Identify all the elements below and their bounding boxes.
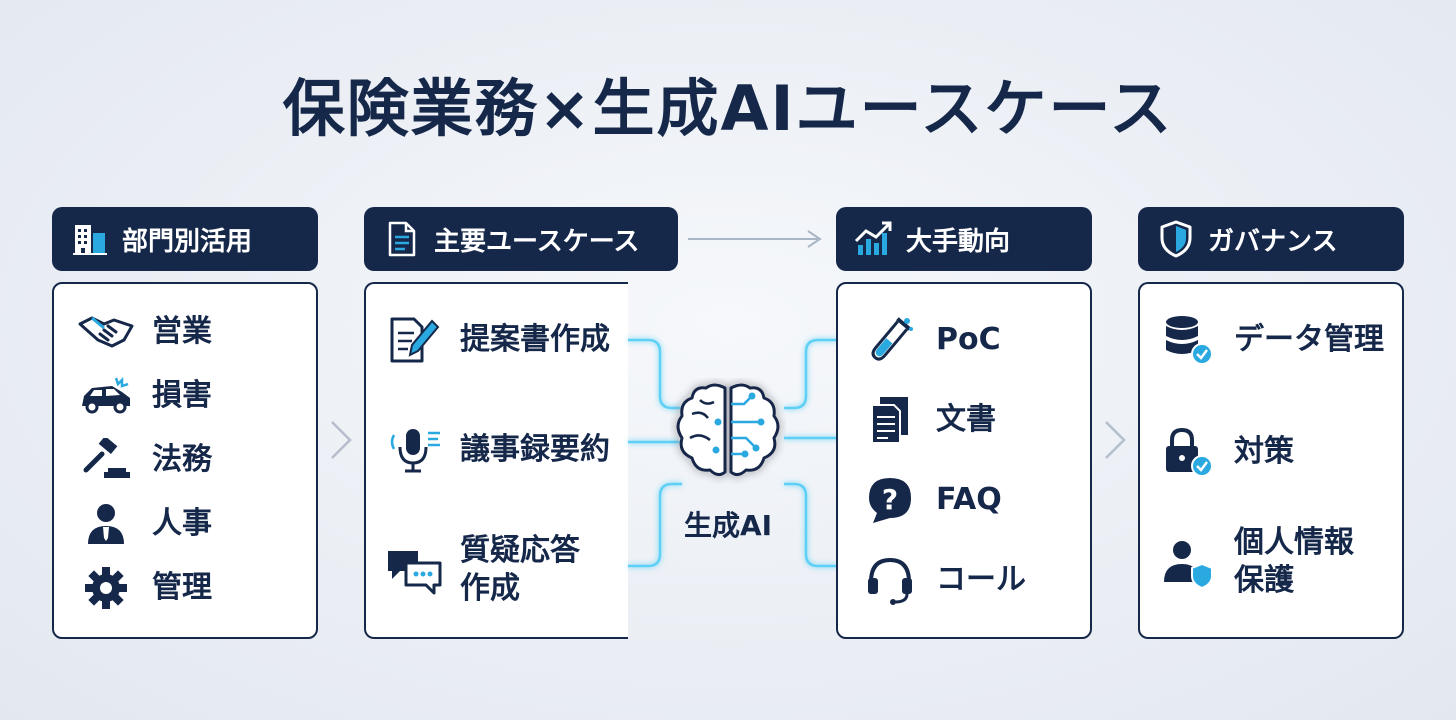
column-card-departments: 営業 損害 法務 [52,282,318,639]
item-label: 提案書作成 [460,322,610,357]
list-item: 法務 [78,436,212,484]
test-tube-icon [862,316,918,364]
item-label: 文書 [936,402,996,437]
column-header-trends: 大手動向 [836,207,1092,271]
column-header-label: 大手動向 [906,226,1011,257]
list-item: 質疑応答 作成 [386,532,580,608]
list-item: 文書 [862,396,996,444]
trend-chart-icon [854,219,894,259]
gear-icon [78,564,134,612]
list-item: コール [862,556,1026,605]
item-label: 法務 [152,442,212,477]
list-item: データ管理 [1160,316,1384,365]
list-item: 対策 [1160,427,1294,477]
car-crash-icon [78,372,134,420]
item-label: 損害 [152,378,212,413]
column-header-governance: ガバナンス [1138,207,1404,271]
user-shield-icon [1160,538,1216,588]
item-label: 人事 [152,506,212,541]
ai-hub-label: 生成AI [684,509,773,542]
gavel-icon [78,436,134,484]
column-header-label: 部門別活用 [122,226,253,257]
lock-check-icon [1160,427,1216,477]
headset-icon [862,556,918,605]
document-icon [382,219,422,259]
list-item: 提案書作成 [386,316,610,364]
list-item: 営業 [78,308,212,356]
shield-icon [1156,219,1196,259]
brain-circuit-icon [676,383,780,477]
item-label: コール [936,562,1026,597]
item-label: 個人情報 保護 [1234,525,1354,598]
column-header-label: ガバナンス [1208,226,1338,257]
person-tie-icon [78,500,134,548]
list-item: 人事 [78,500,212,548]
question-bubble-icon: ? [862,476,918,524]
list-item: 管理 [78,564,212,612]
item-label: 営業 [152,314,212,349]
column-card-use-cases: 提案書作成 議事録要約 質疑応 [364,282,628,639]
microphone-icon [386,426,442,474]
item-label: 議事録要約 [460,432,610,467]
flow-arrow [688,230,822,248]
column-header-use-cases: 主要ユースケース [364,207,678,271]
ai-connector-lines [628,338,838,568]
list-item: 損害 [78,372,212,420]
database-check-icon [1160,316,1216,365]
list-item: 個人情報 保護 [1160,524,1354,600]
building-icon [70,219,110,259]
column-header-label: 主要ユースケース [434,226,640,257]
documents-icon [862,396,918,444]
page-title: 保険業務×生成AIユースケース [282,72,1174,145]
item-label: FAQ [936,482,1002,517]
list-item: ? FAQ [862,476,1002,524]
column-card-trends: PoC 文書 ? FAQ [836,282,1092,639]
handshake-icon [78,308,134,356]
item-label: 管理 [152,570,212,605]
item-label: データ管理 [1234,322,1384,357]
chevron-right-icon [331,421,352,459]
svg-text:?: ? [882,483,898,516]
item-label: PoC [936,322,1001,357]
chevron-right-icon [1105,421,1126,459]
column-header-departments: 部門別活用 [52,207,318,271]
chat-bubbles-icon [386,546,442,595]
list-item: 議事録要約 [386,426,610,474]
column-card-governance: データ管理 対策 個人情報 保護 [1138,282,1404,639]
item-label: 質疑応答 作成 [460,533,580,606]
document-pen-icon [386,316,442,364]
item-label: 対策 [1234,434,1294,469]
list-item: PoC [862,316,1001,364]
